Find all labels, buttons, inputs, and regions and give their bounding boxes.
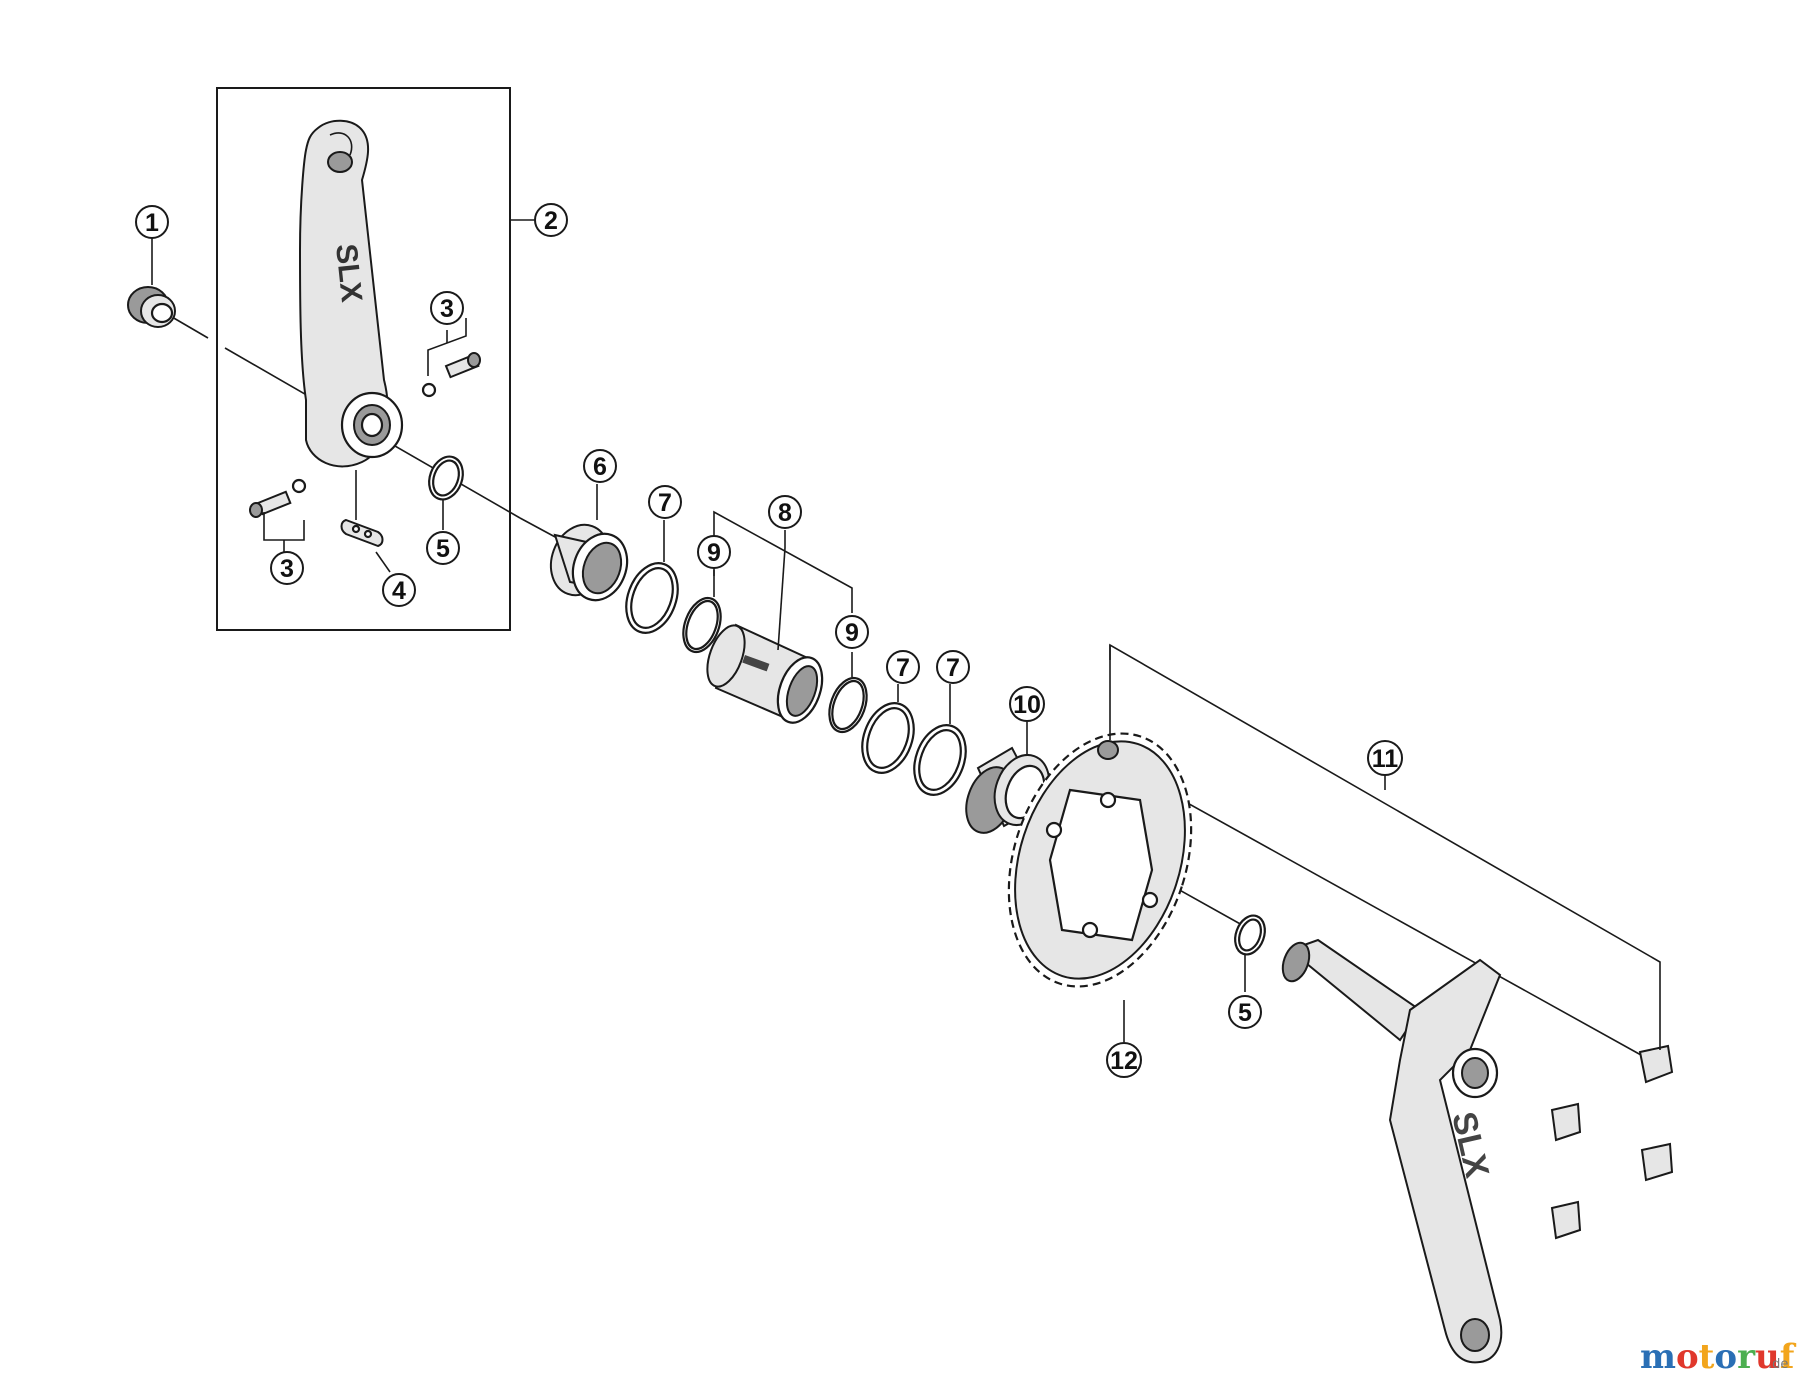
callout-2: 2 (534, 203, 568, 237)
watermark-letter: u (1755, 1337, 1780, 1377)
callout-8-label: 8 (778, 499, 792, 527)
callout-4: 4 (382, 573, 416, 607)
callout-11-label: 11 (1372, 745, 1399, 773)
safety-plate (340, 470, 391, 573)
callout-12-label: 12 (1110, 1047, 1138, 1075)
spacer-ring-1 (625, 520, 679, 634)
callout-bracket-3-lower (263, 512, 305, 552)
callout-7-c-label: 7 (946, 654, 960, 682)
callout-5-right-label: 5 (1238, 999, 1252, 1027)
callout-7-c: 7 (936, 650, 970, 684)
left-crank-arm: SLX (298, 119, 404, 468)
watermark-letter: t (1699, 1337, 1715, 1377)
inner-sleeve (706, 623, 824, 724)
callout-7-a: 7 (648, 485, 682, 519)
thin-ring-2 (828, 652, 868, 734)
spacer-ring-3 (913, 684, 967, 796)
watermark-letter: o (1676, 1337, 1699, 1377)
callout-5-left-label: 5 (436, 535, 450, 563)
callout-12: 12 (1106, 1042, 1142, 1078)
callout-3-upper: 3 (430, 291, 464, 325)
callout-3-lower: 3 (270, 551, 304, 585)
callout-5-left: 5 (426, 531, 460, 565)
left-bb-cup (549, 484, 629, 602)
callout-1: 1 (135, 205, 169, 239)
callout-5-right: 5 (1228, 995, 1262, 1029)
callout-6: 6 (583, 449, 617, 483)
watermark-letter: m (1640, 1337, 1676, 1377)
thin-ring-1 (682, 570, 722, 654)
left-crank-assembly-frame (216, 87, 511, 631)
watermark-letter: r (1737, 1337, 1756, 1377)
watermark-logo: motoruf .de (1640, 1337, 1797, 1377)
chainring (1007, 732, 1193, 1042)
callout-6-label: 6 (593, 453, 607, 481)
callout-11: 11 (1367, 740, 1403, 776)
spacer-ring-2 (861, 684, 915, 774)
callout-7-a-label: 7 (658, 489, 672, 517)
watermark-suffix: .de (1768, 1357, 1788, 1372)
o-ring-right (1234, 914, 1266, 992)
callout-10-label: 10 (1013, 691, 1041, 719)
callout-8: 8 (768, 495, 802, 529)
callout-bracket-11 (1109, 643, 1661, 1050)
callout-4-label: 4 (392, 577, 406, 605)
pinch-bolt-lower (249, 478, 307, 518)
callout-2-label: 2 (544, 207, 558, 235)
crank-arm-logo: SLX (329, 242, 368, 303)
watermark-letter: o (1714, 1337, 1737, 1377)
chainring-nuts (1550, 1044, 1674, 1240)
pinch-bolt-upper (421, 352, 481, 398)
callout-1-label: 1 (145, 209, 159, 237)
o-ring-left (428, 455, 464, 530)
watermark-text: motoruf (1640, 1337, 1797, 1377)
callout-9-b: 9 (835, 615, 869, 649)
right-bb-cup (965, 722, 1051, 834)
callout-7-b-label: 7 (896, 654, 910, 682)
callout-bracket-3-upper (427, 318, 467, 376)
callout-9-a-label: 9 (707, 539, 721, 567)
callout-9-a: 9 (697, 535, 731, 569)
right-crank-arm: SLX (1281, 938, 1503, 1364)
callout-3-lower-label: 3 (280, 555, 294, 583)
chainring-bolt (1097, 645, 1119, 760)
watermark-letter: f (1780, 1337, 1797, 1377)
callout-9-b-label: 9 (845, 619, 859, 647)
callout-10: 10 (1009, 686, 1045, 722)
callout-7-b: 7 (886, 650, 920, 684)
callout-3-upper-label: 3 (440, 295, 454, 323)
crank-cap-bolt (127, 286, 176, 328)
